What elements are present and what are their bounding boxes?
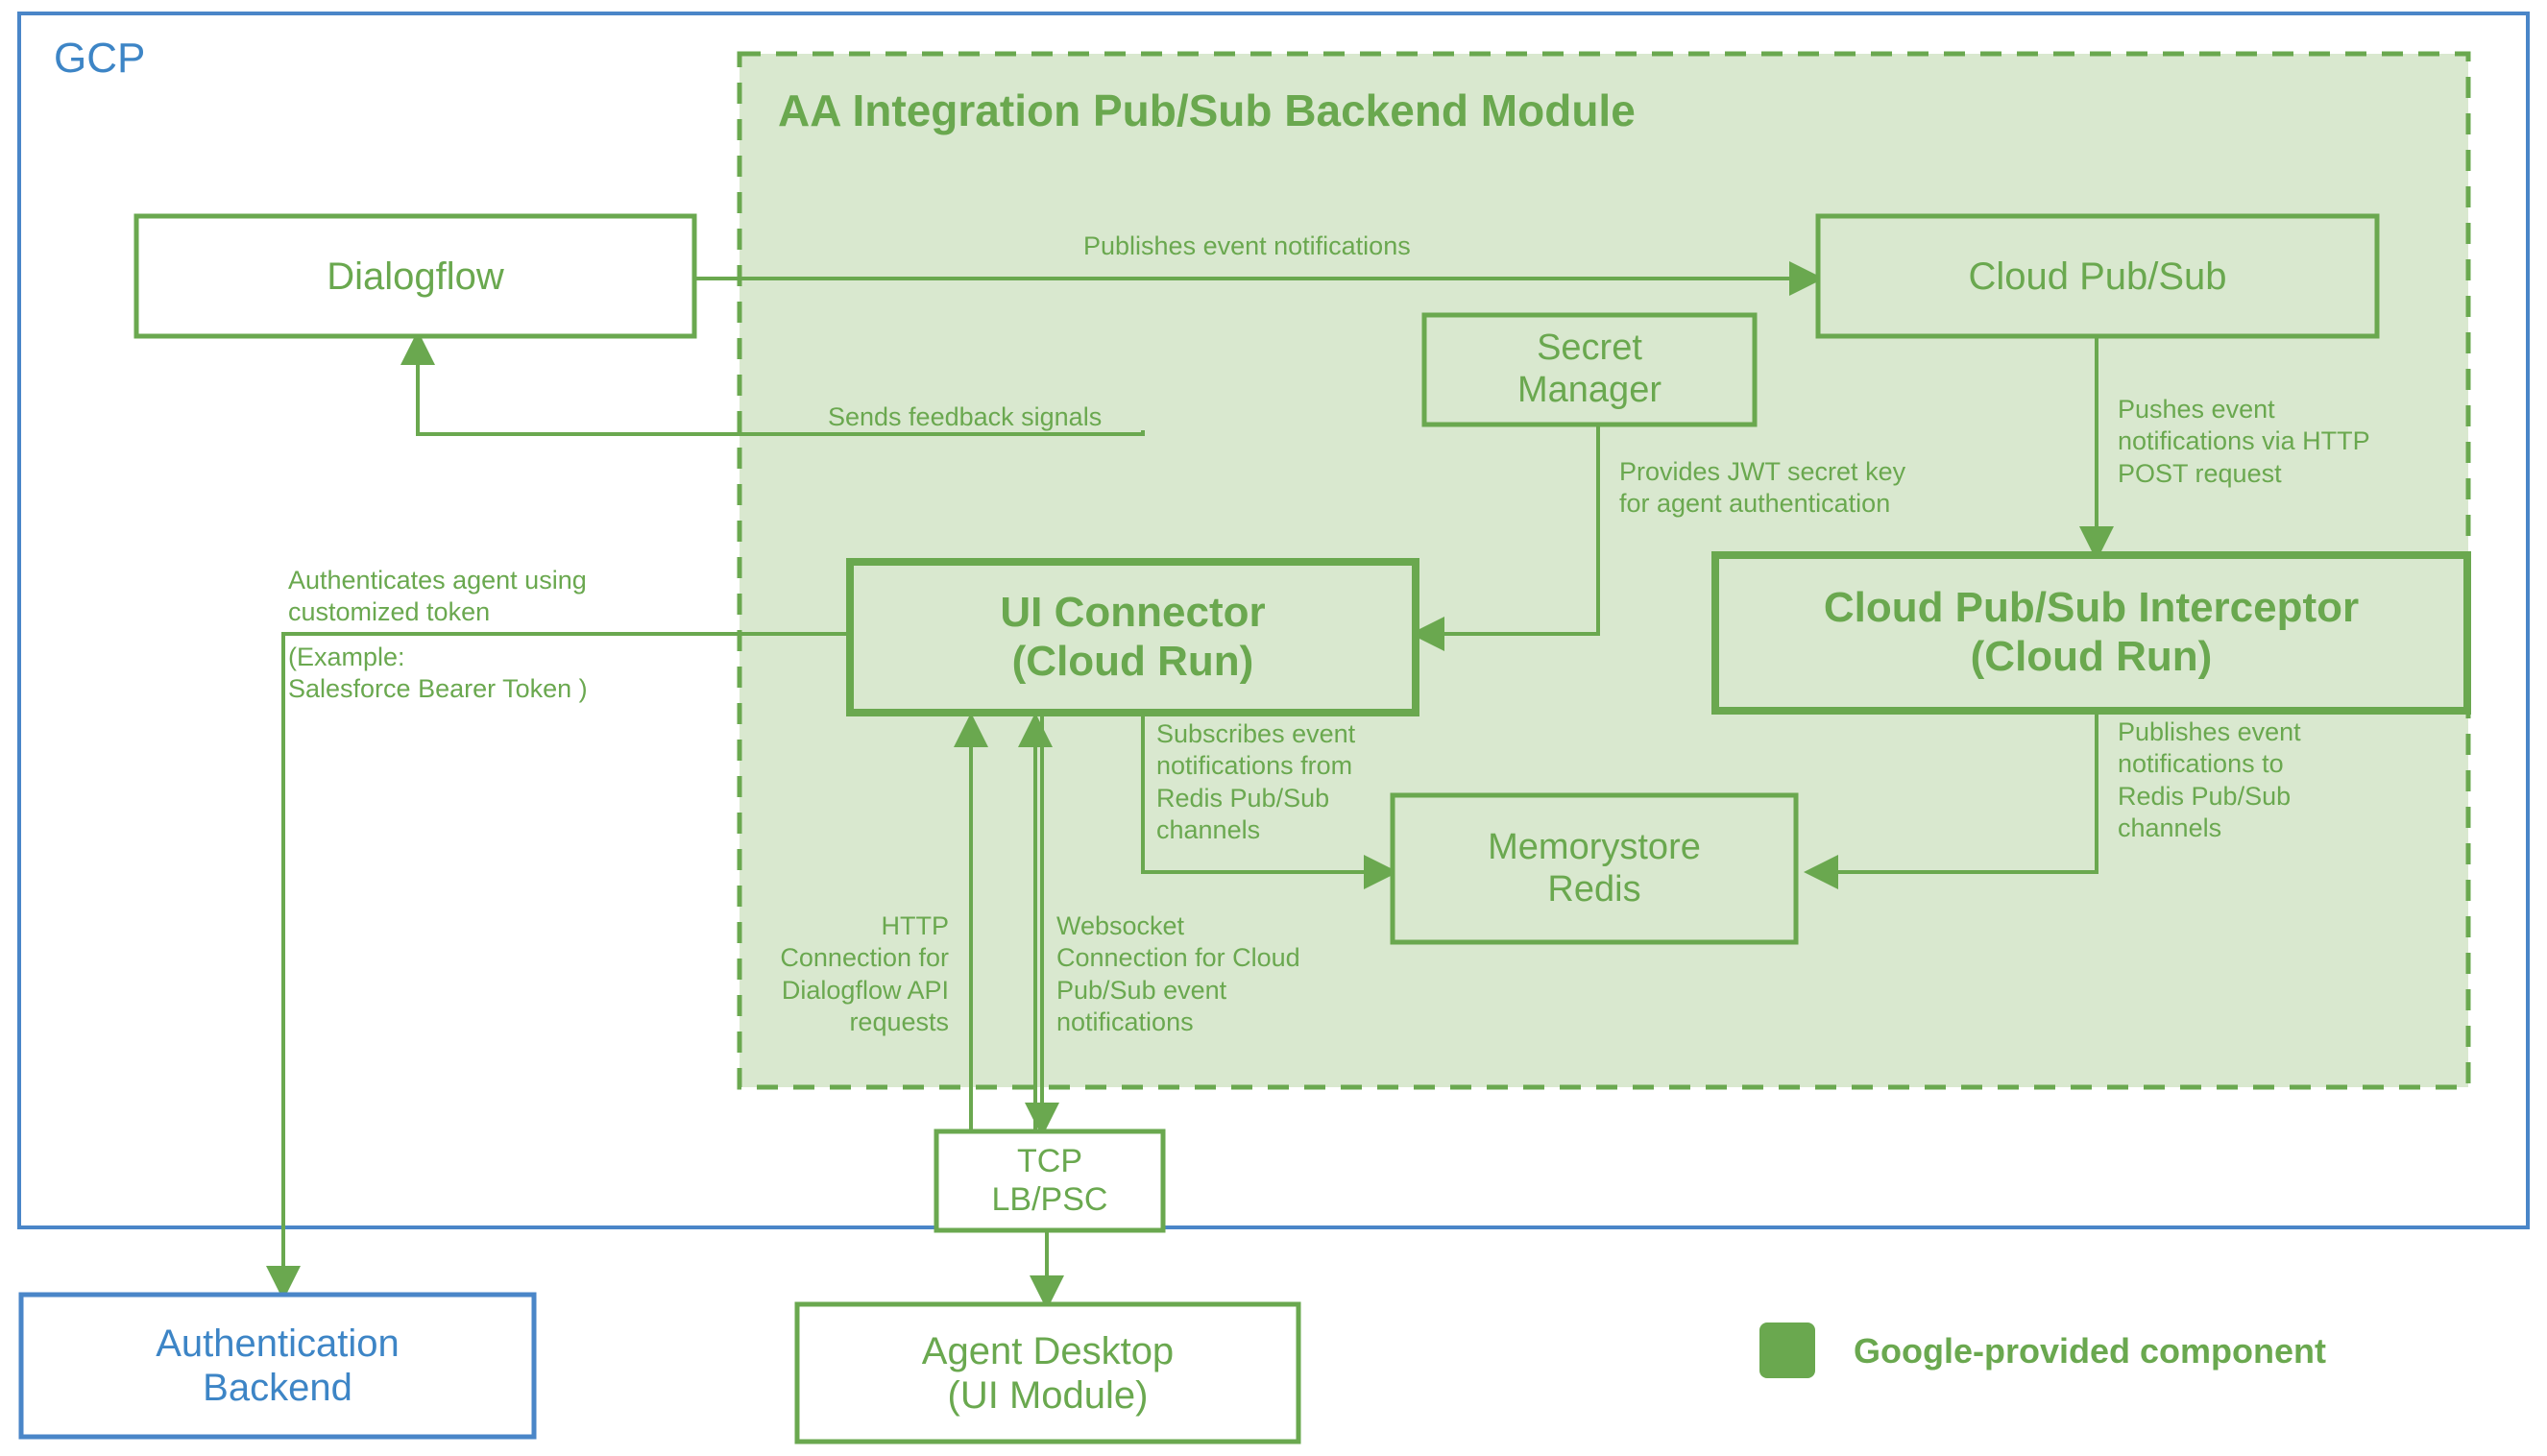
- legend-swatch-google-provided: [1759, 1323, 1815, 1378]
- edge-uiconnector-to-redis: [1141, 713, 1398, 889]
- node-agent-desktop[interactable]: [794, 1301, 1301, 1444]
- edge-label-http-connection: HTTP Connection for Dialogflow API reque…: [780, 911, 949, 1037]
- gcp-label: GCP: [54, 35, 146, 82]
- edge-uiconnector-to-dialogflow: [400, 330, 1145, 436]
- edge-label-publishes-to-redis-channels: Publishes event notifications to Redis P…: [2118, 717, 2301, 843]
- node-cloud-pubsub[interactable]: [1815, 213, 2380, 339]
- edge-label-provides-jwt-secret-key: Provides JWT secret key for agent authen…: [1619, 457, 1906, 519]
- legend-label-google-provided: Google-provided component: [1854, 1331, 2326, 1371]
- edge-label-authenticates-agent-example: (Example: Salesforce Bearer Token ): [288, 643, 588, 704]
- edge-label-authenticates-agent: Authenticates agent using customized tok…: [288, 566, 587, 627]
- node-dialogflow[interactable]: [133, 213, 697, 339]
- node-memorystore-redis[interactable]: [1390, 792, 1799, 945]
- edge-label-sends-feedback-signals: Sends feedback signals: [828, 402, 1103, 431]
- node-secret-manager[interactable]: [1421, 312, 1758, 427]
- edge-label-publishes-event-notifications: Publishes event notifications: [1083, 231, 1411, 260]
- edge-label-websocket-connection: Websocket Connection for Cloud Pub/Sub e…: [1056, 911, 1300, 1037]
- edge-uiconnector-to-authbackend: [266, 632, 850, 1300]
- edge-secretmanager-to-uiconnector: [1410, 425, 1600, 651]
- edge-label-pushes-event-http-post: Pushes event notifications via HTTP POST…: [2118, 395, 2370, 488]
- node-auth-backend[interactable]: [18, 1292, 537, 1440]
- node-tcp-lb-psc[interactable]: [934, 1128, 1166, 1233]
- node-pubsub-interceptor[interactable]: [1711, 551, 2471, 715]
- edge-label-subscribes-from-redis-channels: Subscribes event notifications from Redi…: [1156, 719, 1356, 845]
- node-ui-connector[interactable]: [846, 558, 1419, 716]
- module-title: AA Integration Pub/Sub Backend Module: [778, 85, 1636, 135]
- edge-interceptor-to-redis: [1804, 711, 2098, 889]
